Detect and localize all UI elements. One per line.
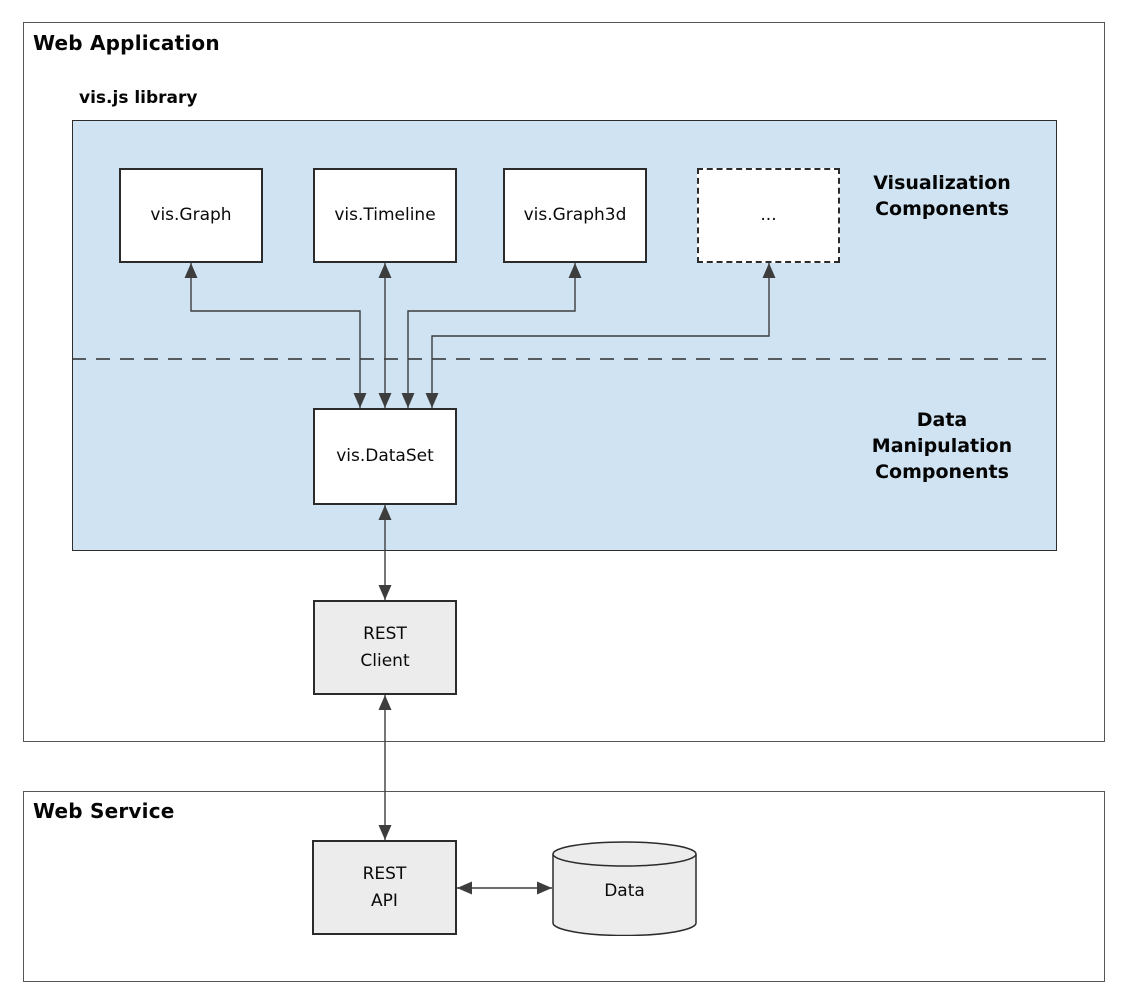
node-vis-graph-label: vis.Graph bbox=[150, 205, 232, 225]
data-store-label: Data bbox=[604, 881, 645, 901]
data-manipulation-components-label: Data Manipulation Components bbox=[842, 407, 1042, 485]
node-vis-timeline: vis.Timeline bbox=[313, 168, 457, 263]
data-manipulation-label-line3: Components bbox=[875, 461, 1009, 483]
node-more-components-label: ... bbox=[760, 205, 777, 225]
visjs-library-title: vis.js library bbox=[79, 88, 198, 108]
data-manipulation-label-line2: Manipulation bbox=[871, 435, 1013, 457]
visualization-components-label-line2: Components bbox=[875, 198, 1009, 220]
node-vis-dataset: vis.DataSet bbox=[313, 408, 457, 505]
node-vis-dataset-label: vis.DataSet bbox=[336, 446, 434, 466]
database-cylinder-icon bbox=[552, 841, 697, 937]
visualization-components-label-line1: Visualization bbox=[873, 172, 1011, 194]
node-vis-graph3d-label: vis.Graph3d bbox=[523, 205, 627, 225]
web-service-title: Web Service bbox=[33, 799, 175, 823]
data-manipulation-label-line1: Data bbox=[916, 409, 968, 431]
visualization-components-label: Visualization Components bbox=[842, 170, 1042, 222]
data-store-cylinder: Data bbox=[552, 841, 697, 937]
node-more-components: ... bbox=[697, 168, 840, 263]
node-vis-graph: vis.Graph bbox=[119, 168, 263, 263]
web-application-title: Web Application bbox=[33, 31, 220, 55]
node-vis-timeline-label: vis.Timeline bbox=[334, 205, 436, 225]
node-vis-graph3d: vis.Graph3d bbox=[503, 168, 647, 263]
